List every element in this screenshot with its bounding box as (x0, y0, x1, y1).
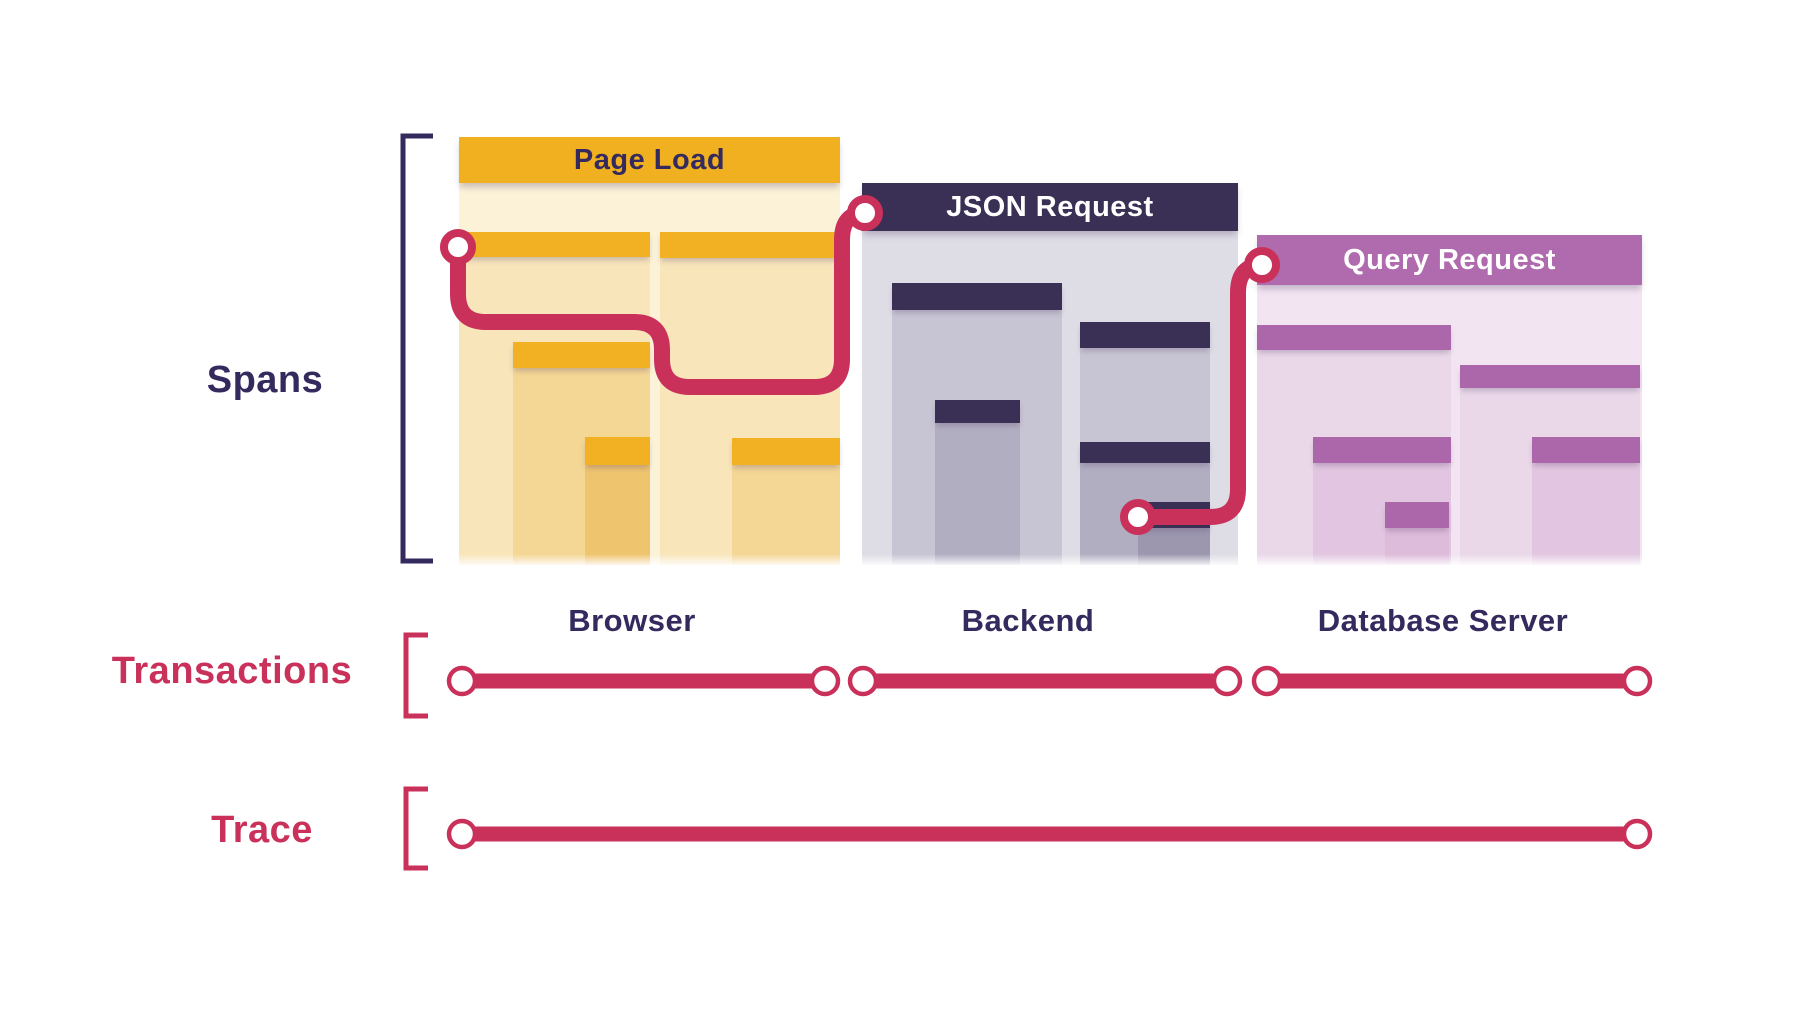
transaction-endpoint-node (1251, 665, 1283, 697)
span-bar (892, 283, 1062, 310)
spans-row-label: Spans (206, 359, 324, 401)
span-bar (935, 400, 1020, 423)
trace-endpoint-node (1621, 818, 1653, 850)
span-bar (1460, 365, 1640, 388)
span-card-query-request: Query Request (1257, 235, 1642, 568)
transaction-endpoint-node (1211, 665, 1243, 697)
span-bar (1138, 502, 1210, 528)
transaction-endpoint-node (847, 665, 879, 697)
card-banner: Query Request (1257, 235, 1642, 285)
card-title: JSON Request (946, 191, 1154, 223)
transactions-bracket (403, 632, 428, 719)
span-body (1385, 528, 1449, 565)
span-bar (513, 342, 650, 368)
spans-bracket (400, 133, 433, 564)
span-bar (1080, 442, 1210, 463)
span-card-json-request: JSON Request (862, 183, 1238, 568)
span-card-page-load: Page Load (459, 137, 840, 568)
card-title: Page Load (573, 144, 726, 176)
service-label-database-server: Database Server (1317, 603, 1569, 638)
span-bar (585, 437, 650, 465)
trace-row-label: Trace (211, 809, 313, 851)
span-bar (459, 232, 650, 257)
card-title: Query Request (1343, 244, 1556, 276)
span-body (585, 465, 650, 565)
span-body (1532, 463, 1640, 565)
service-label-backend: Backend (961, 603, 1095, 638)
span-bar (1385, 502, 1449, 528)
trace-endpoint-node (446, 818, 478, 850)
span-body (732, 465, 840, 565)
transactions-row-label: Transactions (111, 650, 353, 692)
span-body (935, 423, 1020, 565)
transaction-endpoint-node (809, 665, 841, 697)
span-bar (732, 438, 840, 465)
transaction-endpoint-node (446, 665, 478, 697)
span-bar (1313, 437, 1451, 463)
card-banner: JSON Request (862, 183, 1238, 231)
span-bar (660, 232, 840, 258)
card-banner: Page Load (459, 137, 840, 183)
span-body (1138, 528, 1210, 565)
span-bar (1257, 325, 1451, 350)
service-label-browser: Browser (568, 603, 696, 638)
span-bar (1532, 437, 1640, 463)
span-bar (1080, 322, 1210, 348)
transaction-endpoint-node (1621, 665, 1653, 697)
